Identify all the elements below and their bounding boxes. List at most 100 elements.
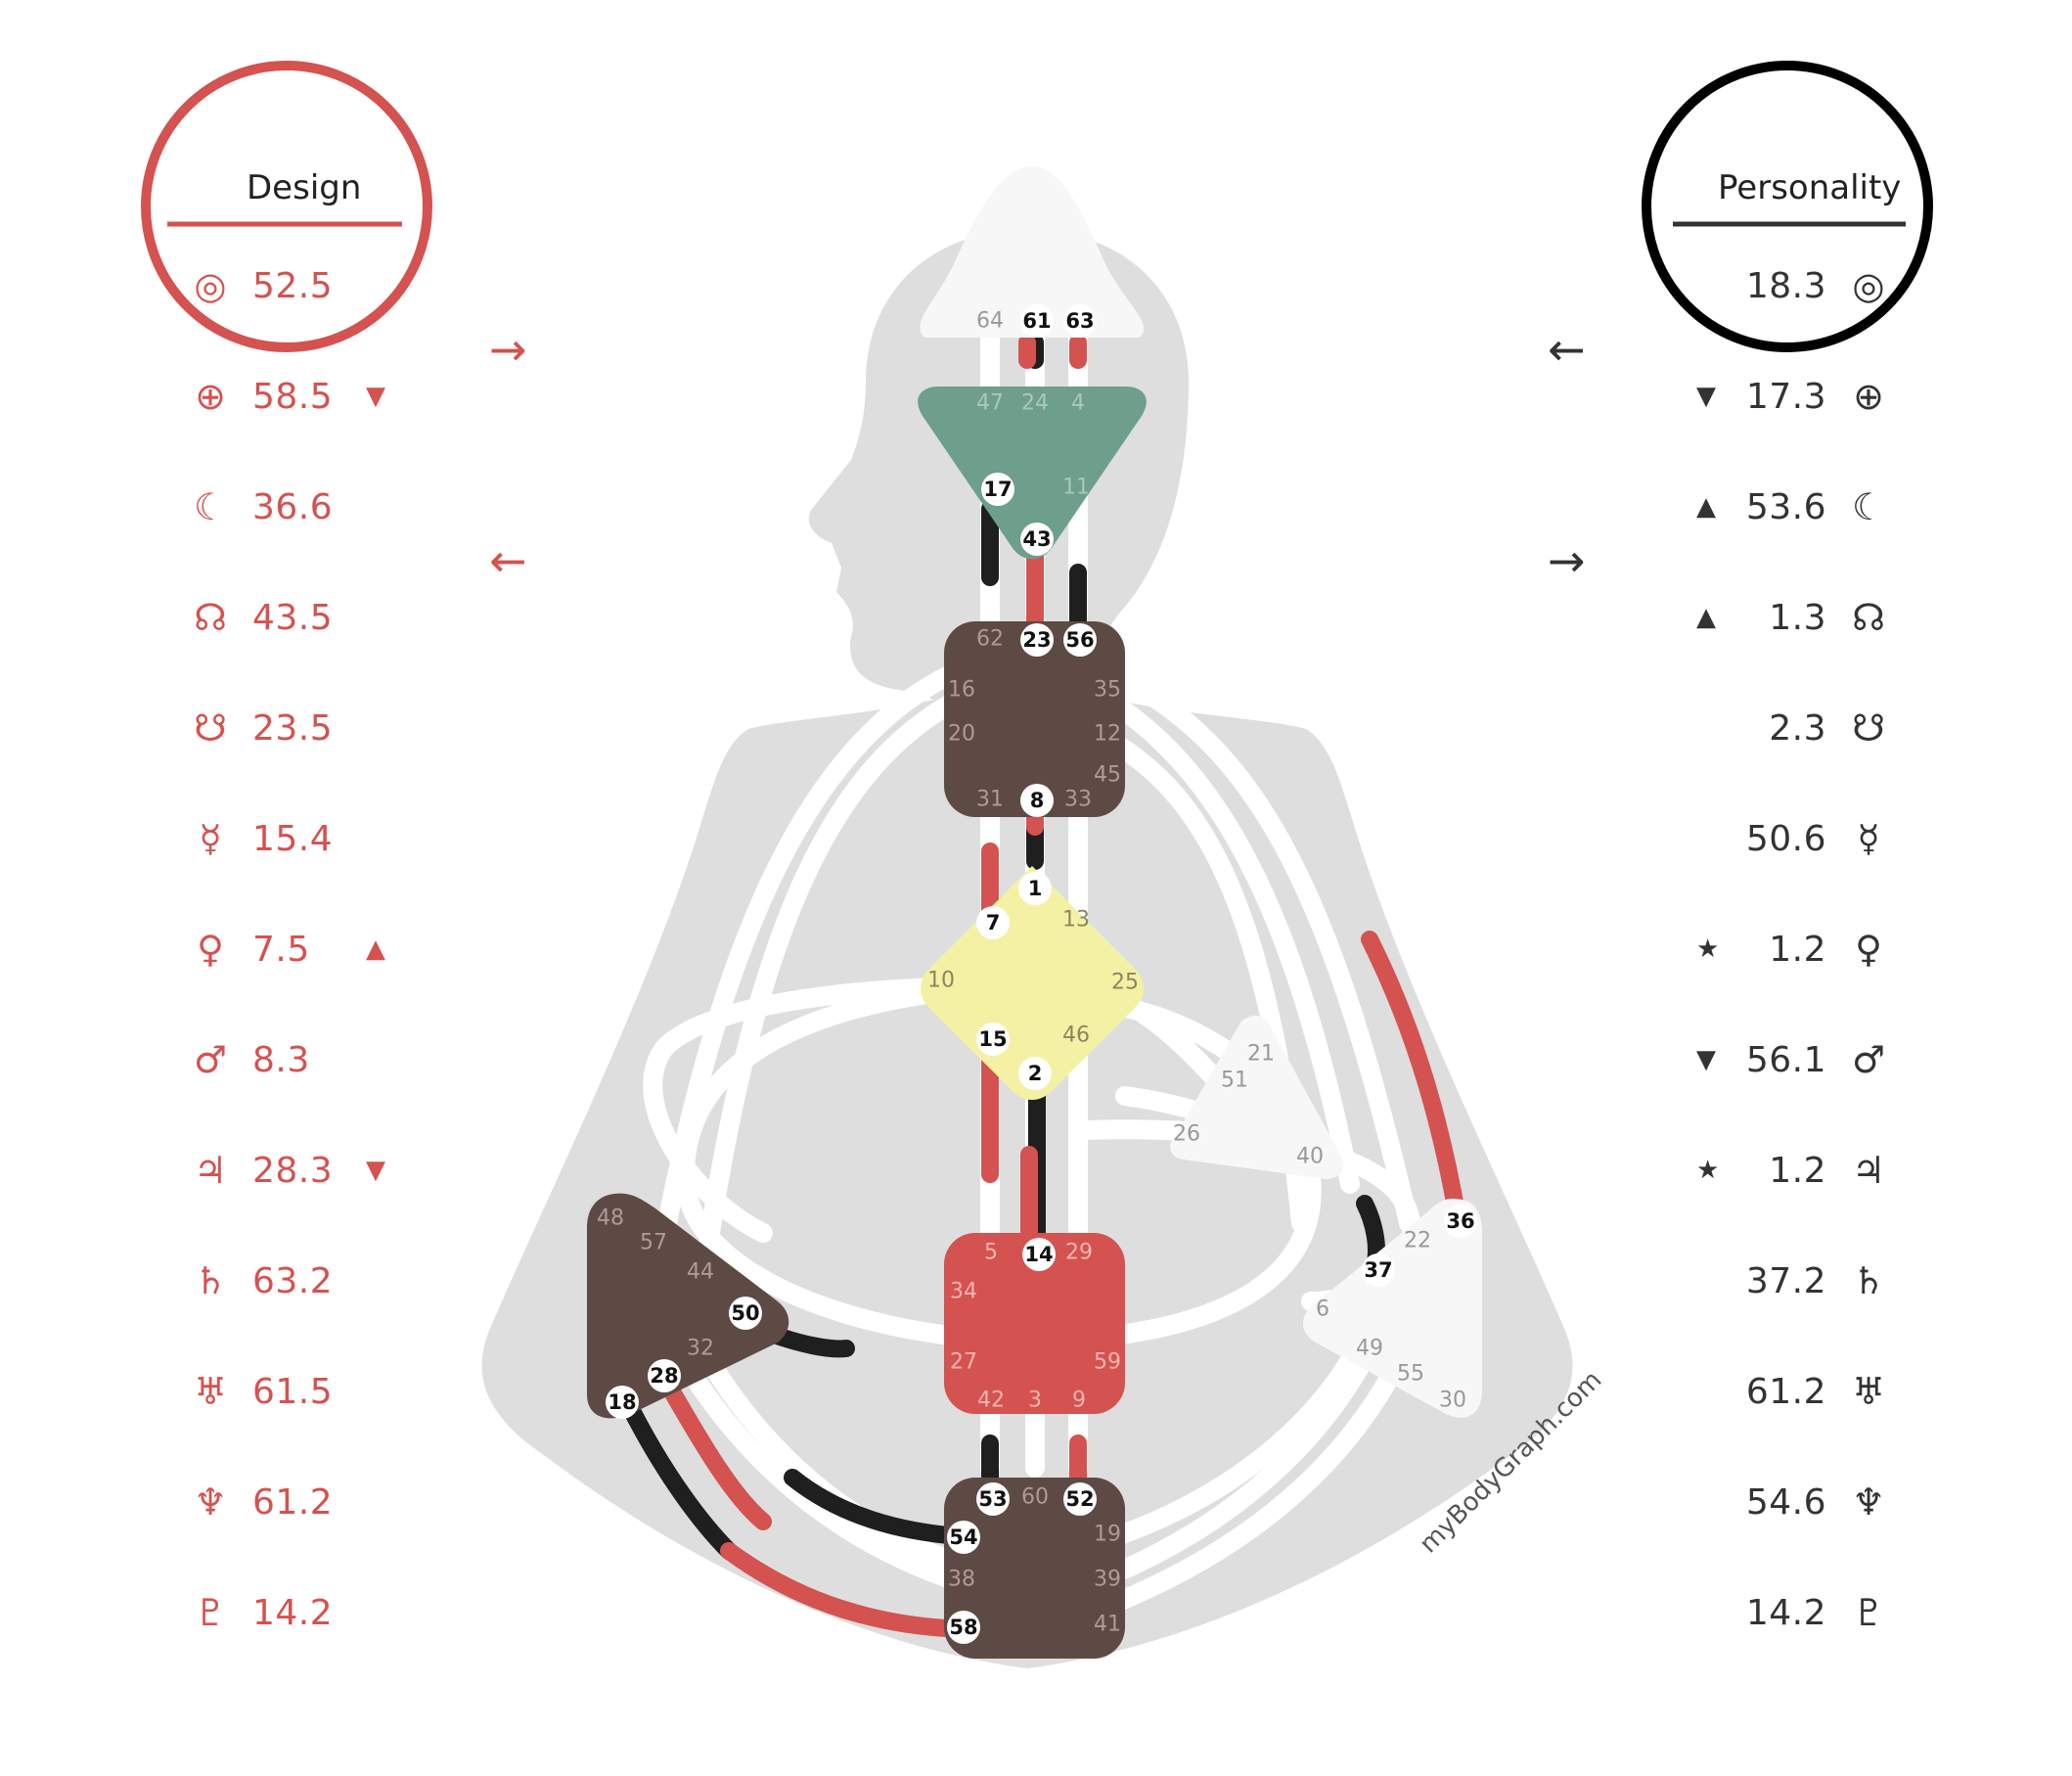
sun-icon: ◎: [1852, 264, 1885, 307]
gate-30: 30: [1439, 1389, 1466, 1413]
personality-top-arrow-icon: ←: [1548, 323, 1586, 376]
design-ring: [141, 61, 432, 352]
south-node-icon: ☋: [194, 706, 227, 750]
personality-value: 37.2: [1745, 1260, 1826, 1301]
design-value: 8.3: [252, 1039, 310, 1080]
gate-26: 26: [1173, 1122, 1200, 1147]
personality-row: 37.2 ♄: [1683, 1252, 1893, 1310]
gate-4: 4: [1071, 391, 1085, 416]
gate-29: 29: [1065, 1241, 1093, 1265]
moon-icon: ☾: [193, 485, 228, 528]
sun-icon: ◎: [194, 264, 227, 307]
design-value: 61.5: [252, 1371, 334, 1412]
gate-61: 61: [1022, 309, 1051, 333]
personality-row: ▲1.3☊: [1683, 588, 1893, 647]
gate-52: 52: [1065, 1487, 1094, 1511]
activated-gates: 61 63 17 43 23 56 8 1 7 15 2 14 50 28 18…: [606, 304, 1477, 1644]
gate-57: 57: [640, 1231, 667, 1255]
gate-18: 18: [608, 1390, 636, 1414]
gate-16: 16: [948, 678, 975, 703]
design-row: ☊43.5: [186, 588, 366, 647]
activated-channels: [617, 334, 1466, 1638]
venus-icon: ♀: [1855, 928, 1882, 971]
gate-12: 12: [1094, 722, 1121, 747]
gate-19: 19: [1094, 1523, 1121, 1547]
gate-8: 8: [1030, 789, 1045, 812]
ajna-center: [918, 387, 1147, 560]
design-row: ♄ 63.2: [186, 1252, 366, 1310]
head-center: [920, 166, 1145, 338]
personality-ring: [1642, 61, 1933, 352]
heart-center: [1170, 1015, 1344, 1179]
gate-33: 33: [1064, 788, 1092, 812]
neptune-icon: ♆: [1851, 1480, 1886, 1524]
personality-row: ★1.2♃: [1683, 1141, 1893, 1200]
mars-icon: ♂: [1851, 1038, 1886, 1081]
personality-marker-icon: ▼: [1696, 1045, 1716, 1074]
pluto-icon: ♇: [1851, 1591, 1886, 1634]
gate-36: 36: [1446, 1209, 1474, 1233]
gate-24: 24: [1021, 391, 1049, 416]
personality-row: 54.6♆: [1683, 1473, 1893, 1531]
gate-45: 45: [1094, 763, 1121, 788]
gate-54: 54: [949, 1526, 977, 1549]
personality-value: 2.3: [1769, 707, 1826, 749]
gate-3: 3: [1028, 1389, 1042, 1413]
gate-23: 23: [1022, 628, 1051, 652]
personality-row: 14.2♇: [1683, 1583, 1893, 1642]
earth-icon: ⊕: [195, 375, 226, 418]
gate-2: 2: [1028, 1062, 1043, 1085]
sacral-center: [944, 1233, 1125, 1414]
gate-10: 10: [927, 969, 955, 993]
design-value: 15.4: [252, 818, 334, 859]
gate-56: 56: [1065, 628, 1094, 652]
gate-49: 49: [1356, 1337, 1383, 1361]
personality-title: Personality: [1718, 168, 1902, 207]
gate-55: 55: [1397, 1362, 1424, 1387]
gate-13: 13: [1062, 908, 1090, 933]
design-row: ♆ 61.2: [186, 1473, 366, 1531]
design-row: ♀7.5▲: [186, 920, 385, 979]
design-row: ☾36.6: [186, 478, 366, 536]
gate-31: 31: [976, 788, 1004, 812]
design-value: 7.5: [252, 929, 310, 970]
gate-27: 27: [950, 1350, 977, 1375]
design-value: 28.3: [252, 1150, 334, 1191]
mercury-icon: ☿: [199, 817, 222, 860]
g-center: [921, 866, 1144, 1100]
design-row: ♇14.2: [186, 1583, 366, 1642]
saturn-icon: ♄: [1851, 1259, 1886, 1302]
gate-28: 28: [650, 1364, 678, 1388]
gate-62: 62: [976, 627, 1004, 652]
design-bottom-arrow-icon: ←: [489, 534, 527, 587]
design-marker-icon: ▼: [366, 1156, 385, 1185]
neptune-icon: ♆: [193, 1480, 228, 1524]
design-value: 43.5: [252, 597, 334, 638]
saturn-icon: ♄: [193, 1259, 228, 1302]
design-marker-icon: ▼: [366, 382, 385, 411]
design-row: ☋23.5: [186, 699, 366, 757]
north-node-icon: ☊: [1852, 596, 1885, 639]
gate-39: 39: [1094, 1568, 1121, 1592]
gate-25: 25: [1111, 971, 1139, 995]
gate-40: 40: [1296, 1145, 1324, 1169]
gate-34: 34: [950, 1280, 977, 1304]
personality-value: 50.6: [1745, 818, 1826, 859]
personality-value: 1.2: [1769, 1150, 1826, 1191]
personality-value: 56.1: [1745, 1039, 1826, 1080]
personality-marker-icon: ▲: [1696, 603, 1716, 632]
solar-plexus-center: [1302, 1199, 1482, 1418]
personality-row: 50.6☿: [1683, 809, 1893, 868]
gate-11: 11: [1062, 476, 1090, 500]
design-value: 61.2: [252, 1481, 334, 1523]
design-value: 14.2: [252, 1592, 334, 1633]
gate-43: 43: [1022, 527, 1051, 551]
design-top-arrow-icon: →: [489, 323, 527, 376]
design-value: 63.2: [252, 1260, 334, 1301]
gate-6: 6: [1316, 1298, 1329, 1322]
spleen-center: [587, 1193, 789, 1419]
south-node-icon: ☋: [1852, 706, 1885, 750]
design-marker-icon: ▲: [366, 934, 385, 964]
design-row: ◎52.5: [186, 256, 366, 315]
